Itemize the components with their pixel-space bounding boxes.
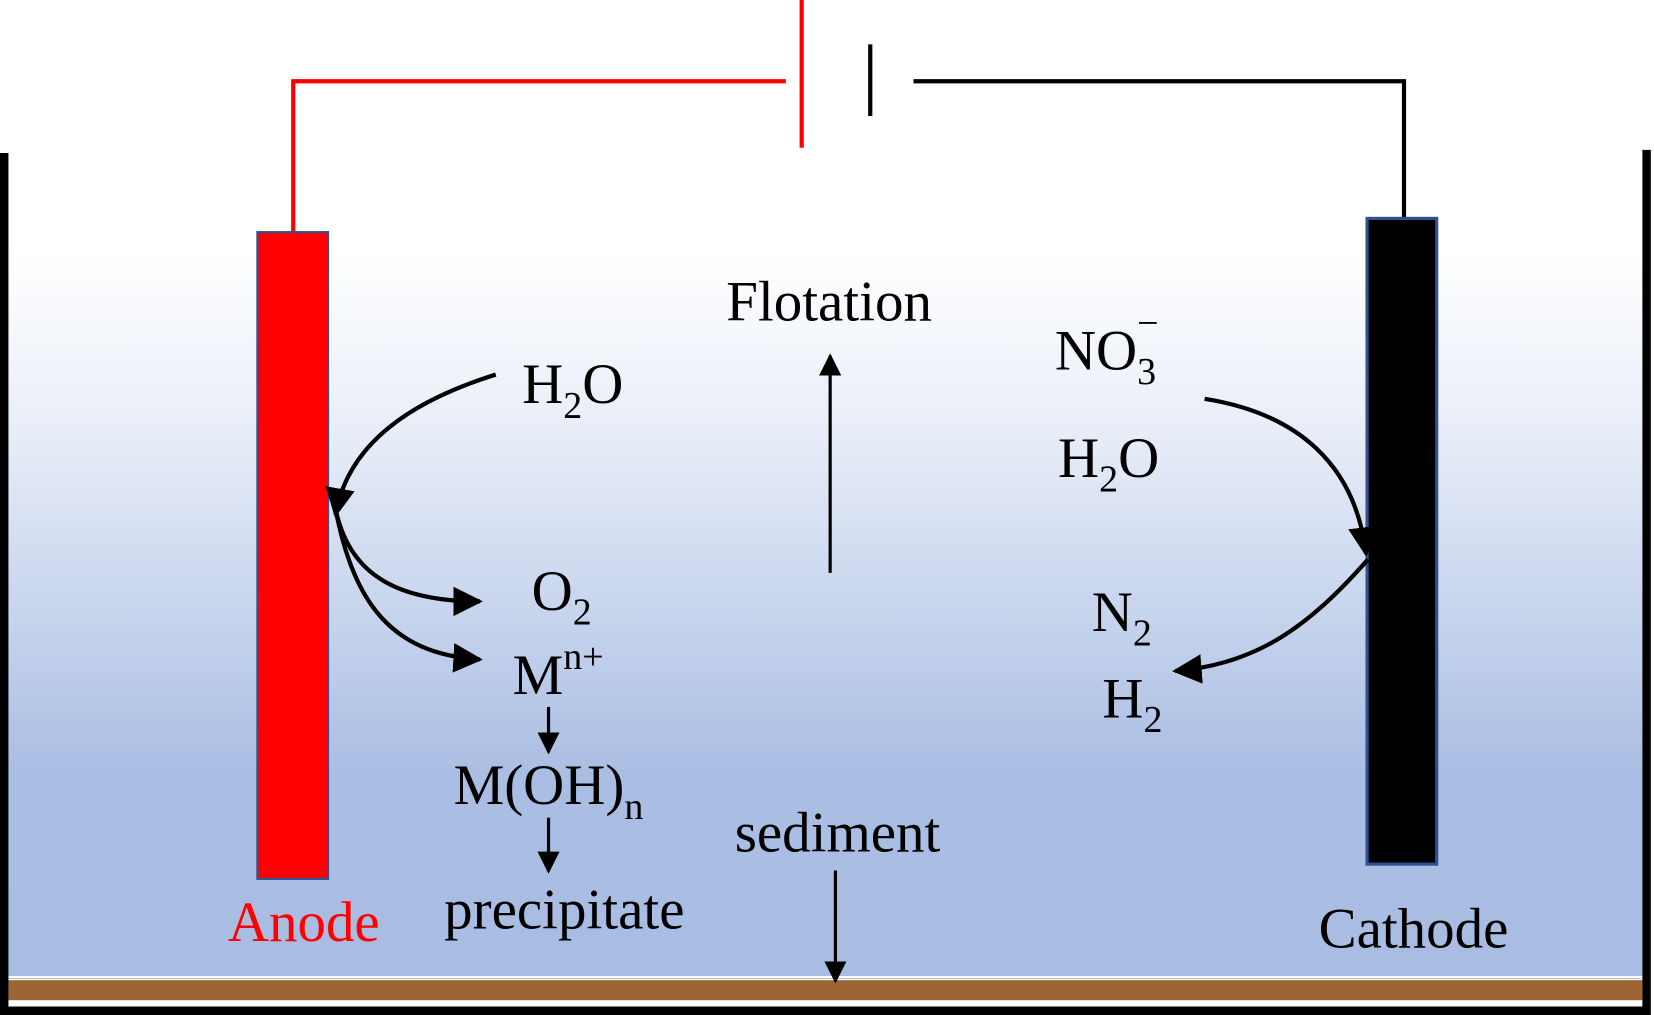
cathode-wire: [913, 79, 1407, 219]
sediment-label: sediment: [735, 801, 941, 864]
metal-hydroxide: M(OH)n: [454, 754, 644, 828]
cathode-electrode: [1365, 216, 1439, 866]
arrow-anode-to-metal-ion: [333, 508, 483, 673]
arrow-reactants-to-cathode: [1204, 396, 1378, 557]
precipitate-label: precipitate: [444, 878, 684, 941]
anode-wire: [291, 79, 786, 233]
h2: H2: [1102, 667, 1162, 741]
arrow-cathode-to-gases: [1172, 557, 1370, 684]
cathode-h2o: H2O: [1058, 427, 1159, 501]
arrow-h2o-to-anode: [325, 372, 497, 518]
n2: N2: [1092, 581, 1152, 655]
flotation-label: Flotation: [726, 271, 932, 334]
anode-label: Anode: [228, 891, 380, 954]
metal-ion: Mn+: [513, 636, 604, 707]
nitrate: NO3−: [1055, 303, 1159, 394]
o2: O2: [532, 560, 592, 634]
cathode-label: Cathode: [1319, 897, 1509, 960]
tank-wall: [0, 149, 1651, 1015]
anode-h2o: H2O: [522, 353, 623, 427]
anode-electrode: [256, 231, 330, 880]
sediment-layer: [8, 980, 1643, 1001]
